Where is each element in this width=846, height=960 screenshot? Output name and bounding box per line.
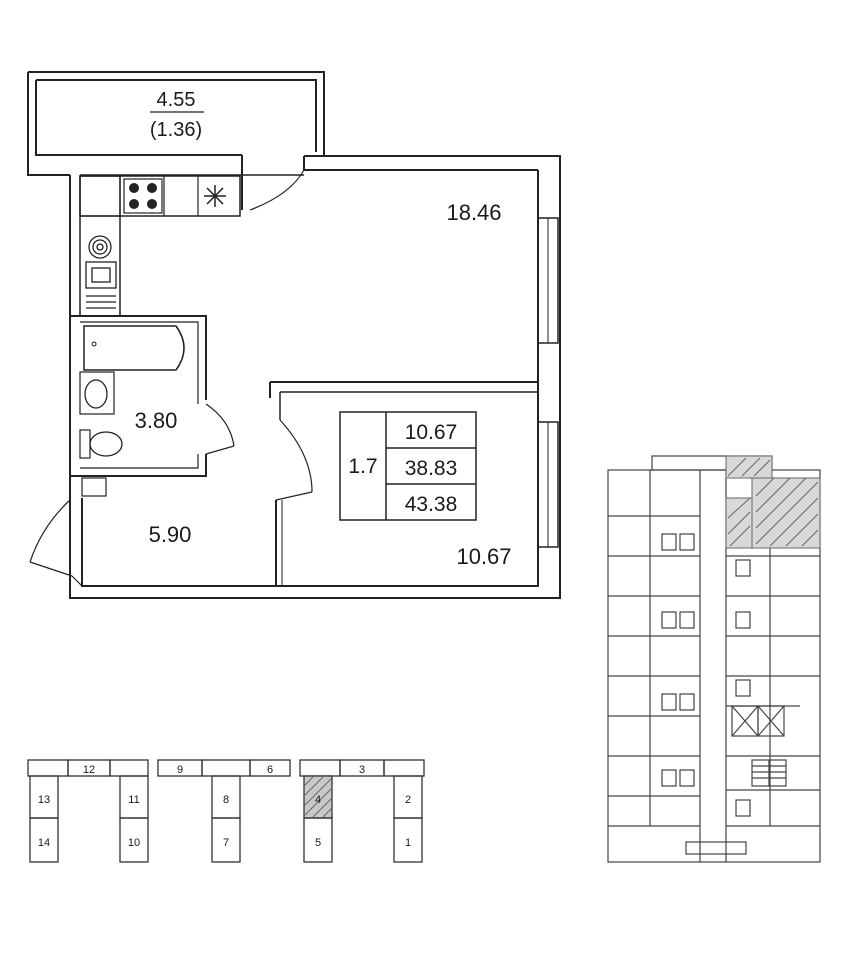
bathroom-area-label: 3.80 <box>135 408 178 433</box>
bedroom-door-leaf <box>275 491 313 501</box>
bathroom-door-arc <box>205 403 235 447</box>
sink-bowl <box>84 379 108 409</box>
section-number-11: 11 <box>128 794 139 806</box>
total-area-value: 38.83 <box>405 457 458 480</box>
bedroom-door-arc <box>279 419 313 493</box>
stove-icon <box>123 178 163 214</box>
apartment-type-label: 1.7 <box>348 455 377 478</box>
kitchen-sink-icon <box>85 261 117 309</box>
section-number-13: 13 <box>38 794 50 806</box>
outer-wall <box>69 155 561 599</box>
highlighted-apartment <box>725 455 821 549</box>
section-number-9: 9 <box>177 764 183 776</box>
section-number-6: 6 <box>267 764 273 776</box>
sink-counter <box>79 371 115 415</box>
section-number-10: 10 <box>128 837 140 849</box>
bathroom-wall-bottom <box>70 454 207 477</box>
living-area-value: 10.67 <box>405 421 458 444</box>
section-number-1: 1 <box>405 837 411 849</box>
bathtub-drain <box>91 341 97 347</box>
balcony-door-arc <box>249 169 305 211</box>
hallway-area-label: 5.90 <box>149 522 192 547</box>
entry-door-arc <box>29 499 71 563</box>
apartment-plan <box>27 71 561 599</box>
section-number-14: 14 <box>38 837 50 849</box>
inner-wall-right <box>81 170 539 587</box>
bathtub <box>83 325 185 371</box>
summary-table <box>339 411 477 521</box>
top-wall-inner <box>303 156 538 171</box>
bedroom-area-label: 10.67 <box>456 544 511 569</box>
balcony-area-reduced-label: (1.36) <box>150 119 202 141</box>
section-number-2: 2 <box>405 794 411 806</box>
balcony-wall <box>28 71 325 157</box>
balcony-inner-wall <box>36 79 317 152</box>
ventilation-icon <box>204 185 226 207</box>
section-number-5: 5 <box>315 837 321 849</box>
bathroom-wall-inner <box>80 321 199 404</box>
bathroom-wall-bottom-inner <box>80 454 199 469</box>
toilet-tank <box>79 429 91 459</box>
balcony-area-label: 4.55 <box>157 89 196 111</box>
toilet-bowl <box>89 431 123 457</box>
washing-machine-icon <box>88 235 112 259</box>
entry-panel <box>81 477 107 497</box>
kitchen-counter-side <box>79 175 121 317</box>
section-number-8: 8 <box>223 794 229 806</box>
section-number-3: 3 <box>359 764 365 776</box>
bathroom-door-leaf <box>205 445 235 455</box>
total-with-balcony-value: 43.38 <box>405 493 458 516</box>
section-4-hatch <box>303 775 333 819</box>
bathroom-wall <box>70 315 207 400</box>
balcony-inner-wall-bottom <box>35 80 242 156</box>
balcony-wall-left <box>27 72 70 176</box>
entry-door-leaf <box>29 561 73 577</box>
living-room-area-label: 18.46 <box>446 200 501 225</box>
section-number-4: 4 <box>315 794 321 806</box>
section-number-12: 12 <box>83 764 95 776</box>
entry-door-edge <box>71 575 83 587</box>
section-number-7: 7 <box>223 837 229 849</box>
